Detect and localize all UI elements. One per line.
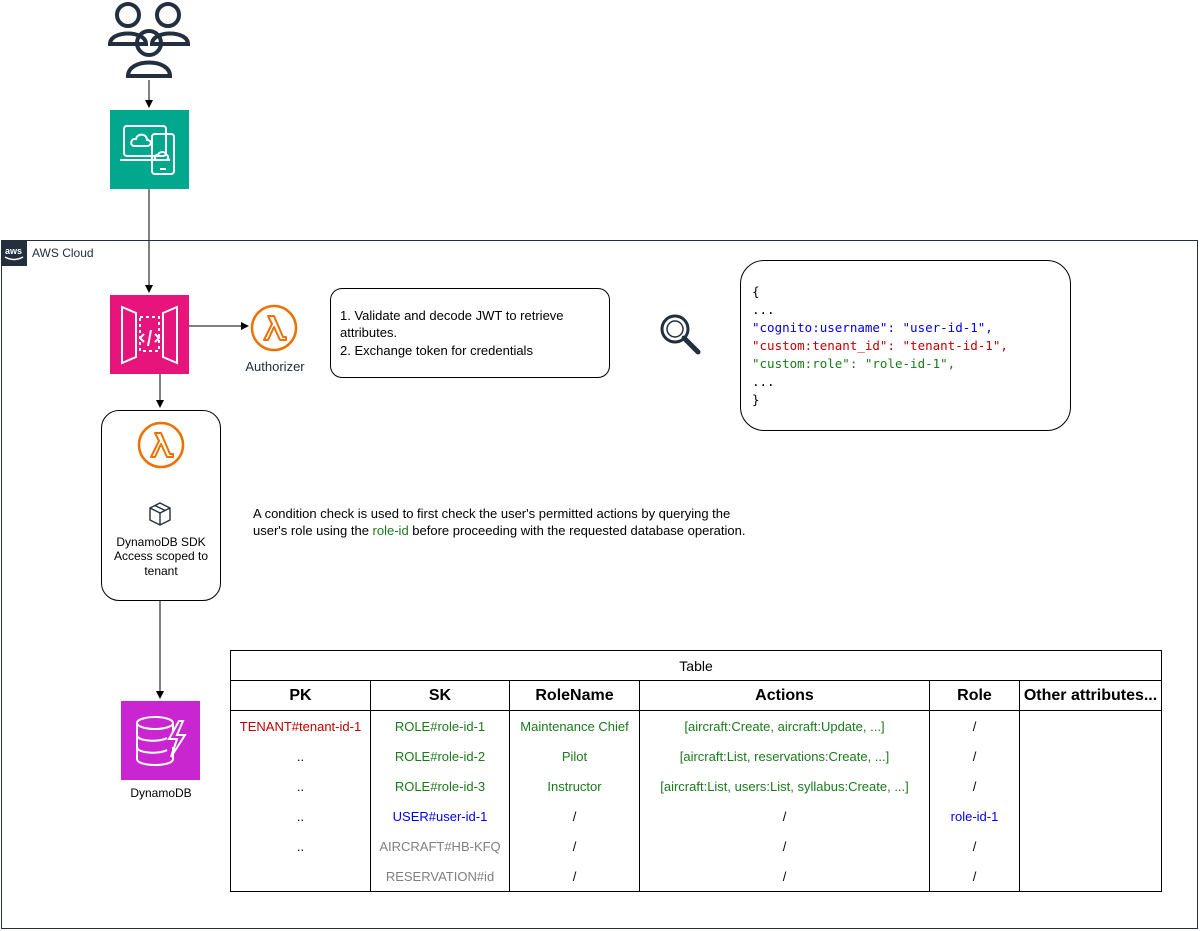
table-cell: [aircraft:List, users:List, syllabus:Cre…: [639, 771, 930, 801]
jwt-username-claim: "cognito:username": "user-id-1",: [752, 320, 993, 335]
table-cell: [1018, 801, 1163, 831]
jwt-ellipsis-top: ...: [752, 302, 775, 317]
table-cell: [aircraft:List, reservations:Create, ...…: [639, 741, 930, 771]
table-cell: [230, 861, 371, 892]
aws-cloud-group: [1, 240, 1198, 929]
jwt-role-claim: "custom:role": "role-id-1",: [752, 356, 956, 371]
amplify-icon: [110, 110, 189, 189]
table-cell: /: [509, 831, 640, 861]
table-row: RESERVATION#id///: [230, 861, 1163, 892]
jwt-ellipsis-bottom: ...: [752, 374, 775, 389]
users-icon: [107, 2, 191, 78]
table-cell: [1018, 741, 1163, 771]
table-header-cell: RoleName: [509, 680, 640, 711]
table-cell: Pilot: [509, 741, 640, 771]
table-cell: RESERVATION#id: [370, 861, 510, 892]
table-cell: AIRCRAFT#HB-KFQ: [370, 831, 510, 861]
table-cell: [1018, 861, 1163, 892]
table-cell: /: [929, 710, 1020, 741]
api-gateway-icon: [110, 295, 189, 374]
authorizer-note-step1: 1. Validate and decode JWT to retrieve a…: [340, 308, 564, 340]
table-header-cell: PK: [230, 680, 371, 711]
table-cell: [1018, 831, 1163, 861]
table-header-cell: SK: [370, 680, 510, 711]
jwt-open-brace: {: [752, 284, 760, 299]
table-cell: [aircraft:Create, aircraft:Update, ...]: [639, 710, 930, 741]
table-cell: ..: [230, 741, 371, 771]
table-cell: ..: [230, 801, 371, 831]
table-row: ..AIRCRAFT#HB-KFQ///: [230, 831, 1163, 861]
authorizer-label: Authorizer: [245, 359, 305, 374]
svg-text:aws: aws: [5, 246, 22, 256]
table-cell: Instructor: [509, 771, 640, 801]
table-cell: /: [509, 861, 640, 892]
table-cell: /: [929, 861, 1020, 892]
table-row: ..USER#user-id-1//role-id-1: [230, 801, 1163, 831]
table-cell: [1018, 710, 1163, 741]
jwt-claims-box: [740, 260, 1071, 431]
dynamodb-label: DynamoDB: [130, 786, 192, 800]
table-caption: Table: [229, 650, 1163, 681]
dynamodb-icon: [121, 701, 200, 780]
lambda-function-icon: [137, 421, 185, 469]
search-icon: [660, 314, 701, 355]
table-cell: USER#user-id-1: [370, 801, 510, 831]
aws-cloud-label: AWS Cloud: [32, 246, 94, 260]
table-cell: /: [639, 801, 930, 831]
condition-note-before: A condition check is used to first check…: [253, 506, 731, 538]
lambda-function-label-line1: DynamoDB SDK: [116, 535, 206, 549]
condition-check-note: A condition check is used to first check…: [253, 505, 753, 539]
authorizer-note-step2: 2. Exchange token for credentials: [340, 343, 533, 358]
table-header-cell: Other attributes...: [1018, 680, 1163, 711]
authorizer-note-box: [330, 288, 610, 378]
jwt-tenant-claim: "custom:tenant_id": "tenant-id-1",: [752, 338, 1008, 353]
table-cell: /: [639, 861, 930, 892]
table-cell: ROLE#role-id-1: [370, 710, 510, 741]
table-cell: ROLE#role-id-3: [370, 771, 510, 801]
lambda-function-label-line2: Access scoped to: [113, 549, 209, 563]
table-cell: /: [509, 801, 640, 831]
sdk-cube-icon: [149, 502, 171, 526]
table-cell: [1018, 771, 1163, 801]
table-cell: /: [929, 771, 1020, 801]
condition-note-after: before proceeding with the requested dat…: [408, 523, 746, 538]
lambda-function-label-line3: tenant: [144, 564, 178, 578]
table-cell: /: [639, 831, 930, 861]
table-header-cell: Role: [929, 680, 1020, 711]
table-cell: /: [929, 831, 1020, 861]
lambda-function-box: [101, 410, 221, 601]
condition-note-highlight: role-id: [372, 523, 409, 538]
table-cell: /: [929, 741, 1020, 771]
table-cell: role-id-1: [929, 801, 1020, 831]
table-header-cell: Actions: [639, 680, 930, 711]
table-cell: ROLE#role-id-2: [370, 741, 510, 771]
authorizer-lambda-icon: [250, 304, 298, 352]
aws-logo-icon: aws: [1, 240, 27, 266]
table-cell: ..: [230, 771, 371, 801]
table-cell: ..: [230, 831, 371, 861]
jwt-close-brace: }: [752, 392, 760, 407]
table-cell: Maintenance Chief: [509, 710, 640, 741]
table-cell: TENANT#tenant-id-1: [230, 710, 371, 741]
